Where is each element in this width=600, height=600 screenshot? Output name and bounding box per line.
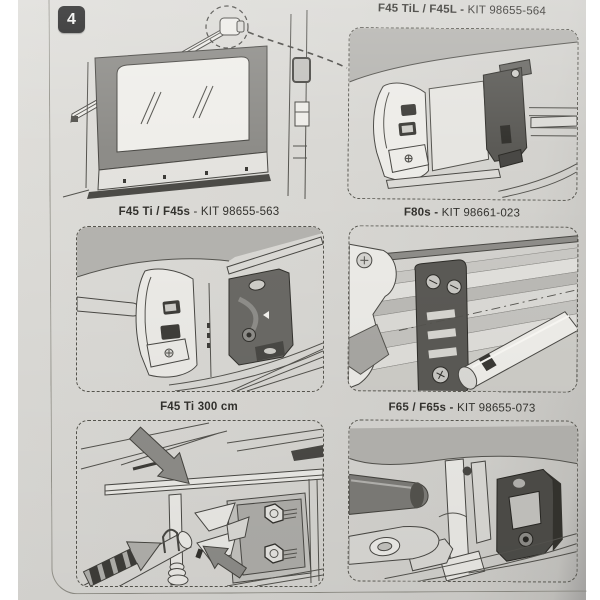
case-end-cap xyxy=(135,268,198,378)
step-number: 4 xyxy=(67,10,76,28)
lead-bar xyxy=(226,236,323,275)
rail-extrusion xyxy=(348,247,578,392)
f80s-bracket-illustration xyxy=(348,235,578,392)
page-frame-border xyxy=(48,0,587,595)
mounting-bracket xyxy=(482,58,532,168)
small-pin xyxy=(195,548,204,559)
clamp-plate xyxy=(226,492,312,584)
clamp-jaws xyxy=(194,502,250,562)
kit-number: KIT 98661-023 xyxy=(438,206,521,220)
support-arm xyxy=(77,296,140,317)
case-end-cap xyxy=(348,243,397,389)
model-name: F45 Ti 300 cm xyxy=(160,401,238,413)
model-name: F45 TiL / F45L - xyxy=(377,2,465,17)
mounting-bracket xyxy=(414,259,469,392)
front-bar xyxy=(385,163,577,198)
diagram-box-f65 xyxy=(347,419,579,583)
hex-bolt-bottom xyxy=(264,543,298,564)
case-end-cap xyxy=(373,82,430,181)
roller-tube xyxy=(348,473,429,515)
axis-dash-line xyxy=(398,289,578,331)
left-pole xyxy=(62,61,90,198)
wall-beam xyxy=(104,468,323,584)
floor-lines xyxy=(226,568,323,586)
detail-callout-circle xyxy=(205,5,249,49)
model-name: F80s - xyxy=(403,206,439,219)
kit-number: - KIT 98655-563 xyxy=(190,206,280,218)
step-number-badge: 4 xyxy=(58,6,85,33)
case-end-cap xyxy=(219,17,245,36)
kit-number: KIT 98655-564 xyxy=(464,4,547,18)
mounting-bracket xyxy=(496,468,563,562)
arrow-striped-icon xyxy=(82,541,162,586)
roller-tube xyxy=(457,311,578,390)
label-f65: F65 / F65s - KIT 98655-073 xyxy=(348,401,576,415)
arrow-down-icon xyxy=(128,426,190,485)
diagram-box-f45ti xyxy=(76,226,324,392)
roller-bar xyxy=(70,26,227,123)
rafter-tube xyxy=(81,531,193,586)
side-panel-fabric xyxy=(94,45,268,171)
label-f45ti300: F45 Ti 300 cm xyxy=(76,401,322,413)
panel-skirt xyxy=(97,151,269,191)
f45ti300-clamp-illustration xyxy=(80,422,323,586)
f45til-bracket-illustration xyxy=(349,28,578,198)
top-rail-bar xyxy=(354,235,578,264)
f65-bracket-illustration xyxy=(348,425,578,582)
awning-case-top xyxy=(349,425,578,465)
awning-overview-illustration xyxy=(62,5,348,200)
hook-arm xyxy=(348,525,440,565)
mounting-bracket xyxy=(228,268,294,366)
manual-page: 4 xyxy=(18,0,587,600)
awning-case-top xyxy=(349,28,578,83)
kit-number: KIT 98655-073 xyxy=(453,401,536,415)
f45ti-bracket-illustration xyxy=(77,227,323,391)
vehicle-side xyxy=(287,9,311,200)
label-f80s: F80s - KIT 98661-023 xyxy=(348,206,576,220)
spring-coil xyxy=(167,562,189,586)
callout-leader-line xyxy=(247,31,348,69)
model-name: F65 / F65s - xyxy=(388,401,454,414)
hex-bolt-top xyxy=(264,503,298,524)
lead-rail-curves xyxy=(384,533,577,582)
diagram-box-f80s xyxy=(347,225,579,393)
label-f45ti: F45 Ti / F45s - KIT 98655-563 xyxy=(76,206,322,218)
rail-lines xyxy=(168,342,323,391)
linkage-arms xyxy=(406,458,492,582)
awning-underside-lines xyxy=(80,422,323,471)
center-post xyxy=(207,282,212,378)
diagram-box-f45til xyxy=(347,26,579,202)
rail-lines xyxy=(528,107,578,137)
diagram-box-f45ti300 xyxy=(76,420,324,587)
arrow-up-icon xyxy=(202,545,248,579)
case-body xyxy=(428,80,490,172)
ground-strip xyxy=(87,174,271,199)
hook-wire xyxy=(161,528,180,554)
awning-case-top xyxy=(77,227,323,277)
support-post xyxy=(168,493,184,586)
model-name: F45 Ti / F45s xyxy=(118,206,191,218)
label-f45til: F45 TiL / F45L - KIT 98655-564 xyxy=(348,2,576,18)
